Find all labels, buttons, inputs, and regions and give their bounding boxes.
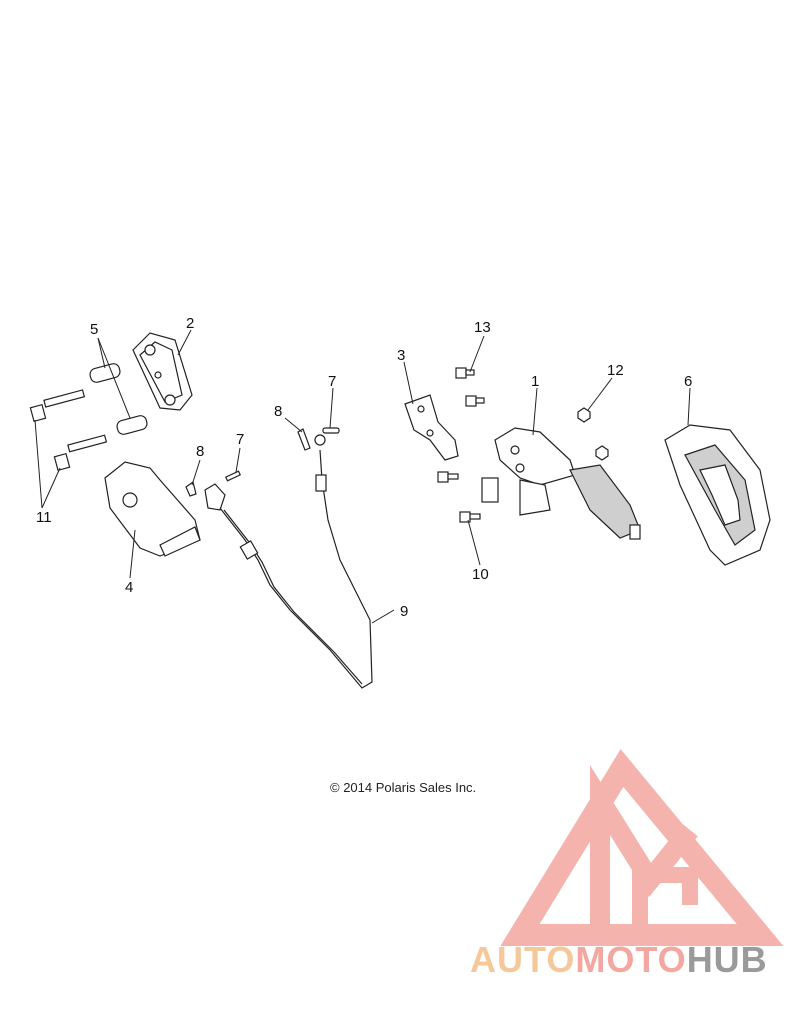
callout-13: 13 bbox=[474, 319, 491, 336]
wordmark-moto: MOTO bbox=[575, 939, 686, 980]
part-3-bracket bbox=[404, 394, 459, 461]
callout-1: 1 bbox=[531, 373, 539, 390]
part-13-bolts bbox=[455, 367, 485, 407]
callout-11: 11 bbox=[36, 509, 52, 526]
part-11-bolts bbox=[29, 389, 108, 472]
part-5-pins bbox=[89, 363, 148, 435]
part-9-brake-cable bbox=[204, 434, 373, 689]
part-8-clip-right bbox=[297, 428, 311, 451]
part-8-clip-left bbox=[185, 480, 197, 497]
leader-lines bbox=[34, 329, 691, 624]
callout-4: 4 bbox=[125, 579, 133, 596]
part-7-pin-right bbox=[322, 427, 340, 434]
part-10-bolts bbox=[437, 471, 481, 523]
callout-8-right: 8 bbox=[274, 403, 282, 420]
callout-8-left: 8 bbox=[196, 443, 204, 460]
callout-6: 6 bbox=[684, 373, 692, 390]
callout-2: 2 bbox=[186, 315, 194, 332]
callout-7-right: 7 bbox=[328, 373, 336, 390]
callout-9: 9 bbox=[400, 603, 408, 620]
callout-5: 5 bbox=[90, 321, 98, 338]
automotohub-logo-mark bbox=[500, 749, 784, 946]
callout-7-left: 7 bbox=[236, 431, 244, 448]
wordmark-hub: HUB bbox=[687, 939, 768, 980]
part-2-caliper-bracket bbox=[132, 332, 193, 411]
automotohub-wordmark: AUTOMOTOHUB bbox=[470, 939, 768, 980]
part-4-mounting-plate bbox=[104, 461, 201, 557]
callout-3: 3 bbox=[397, 347, 405, 364]
wordmark-auto: AUTO bbox=[470, 939, 575, 980]
part-6-cover-boot bbox=[664, 424, 771, 566]
callout-10: 10 bbox=[472, 566, 489, 583]
part-12-nuts bbox=[577, 407, 609, 461]
callout-12: 12 bbox=[607, 362, 624, 379]
part-1-handbrake-lever bbox=[481, 427, 641, 540]
part-7-pin-left bbox=[225, 470, 241, 482]
copyright-notice: © 2014 Polaris Sales Inc. bbox=[330, 780, 476, 795]
